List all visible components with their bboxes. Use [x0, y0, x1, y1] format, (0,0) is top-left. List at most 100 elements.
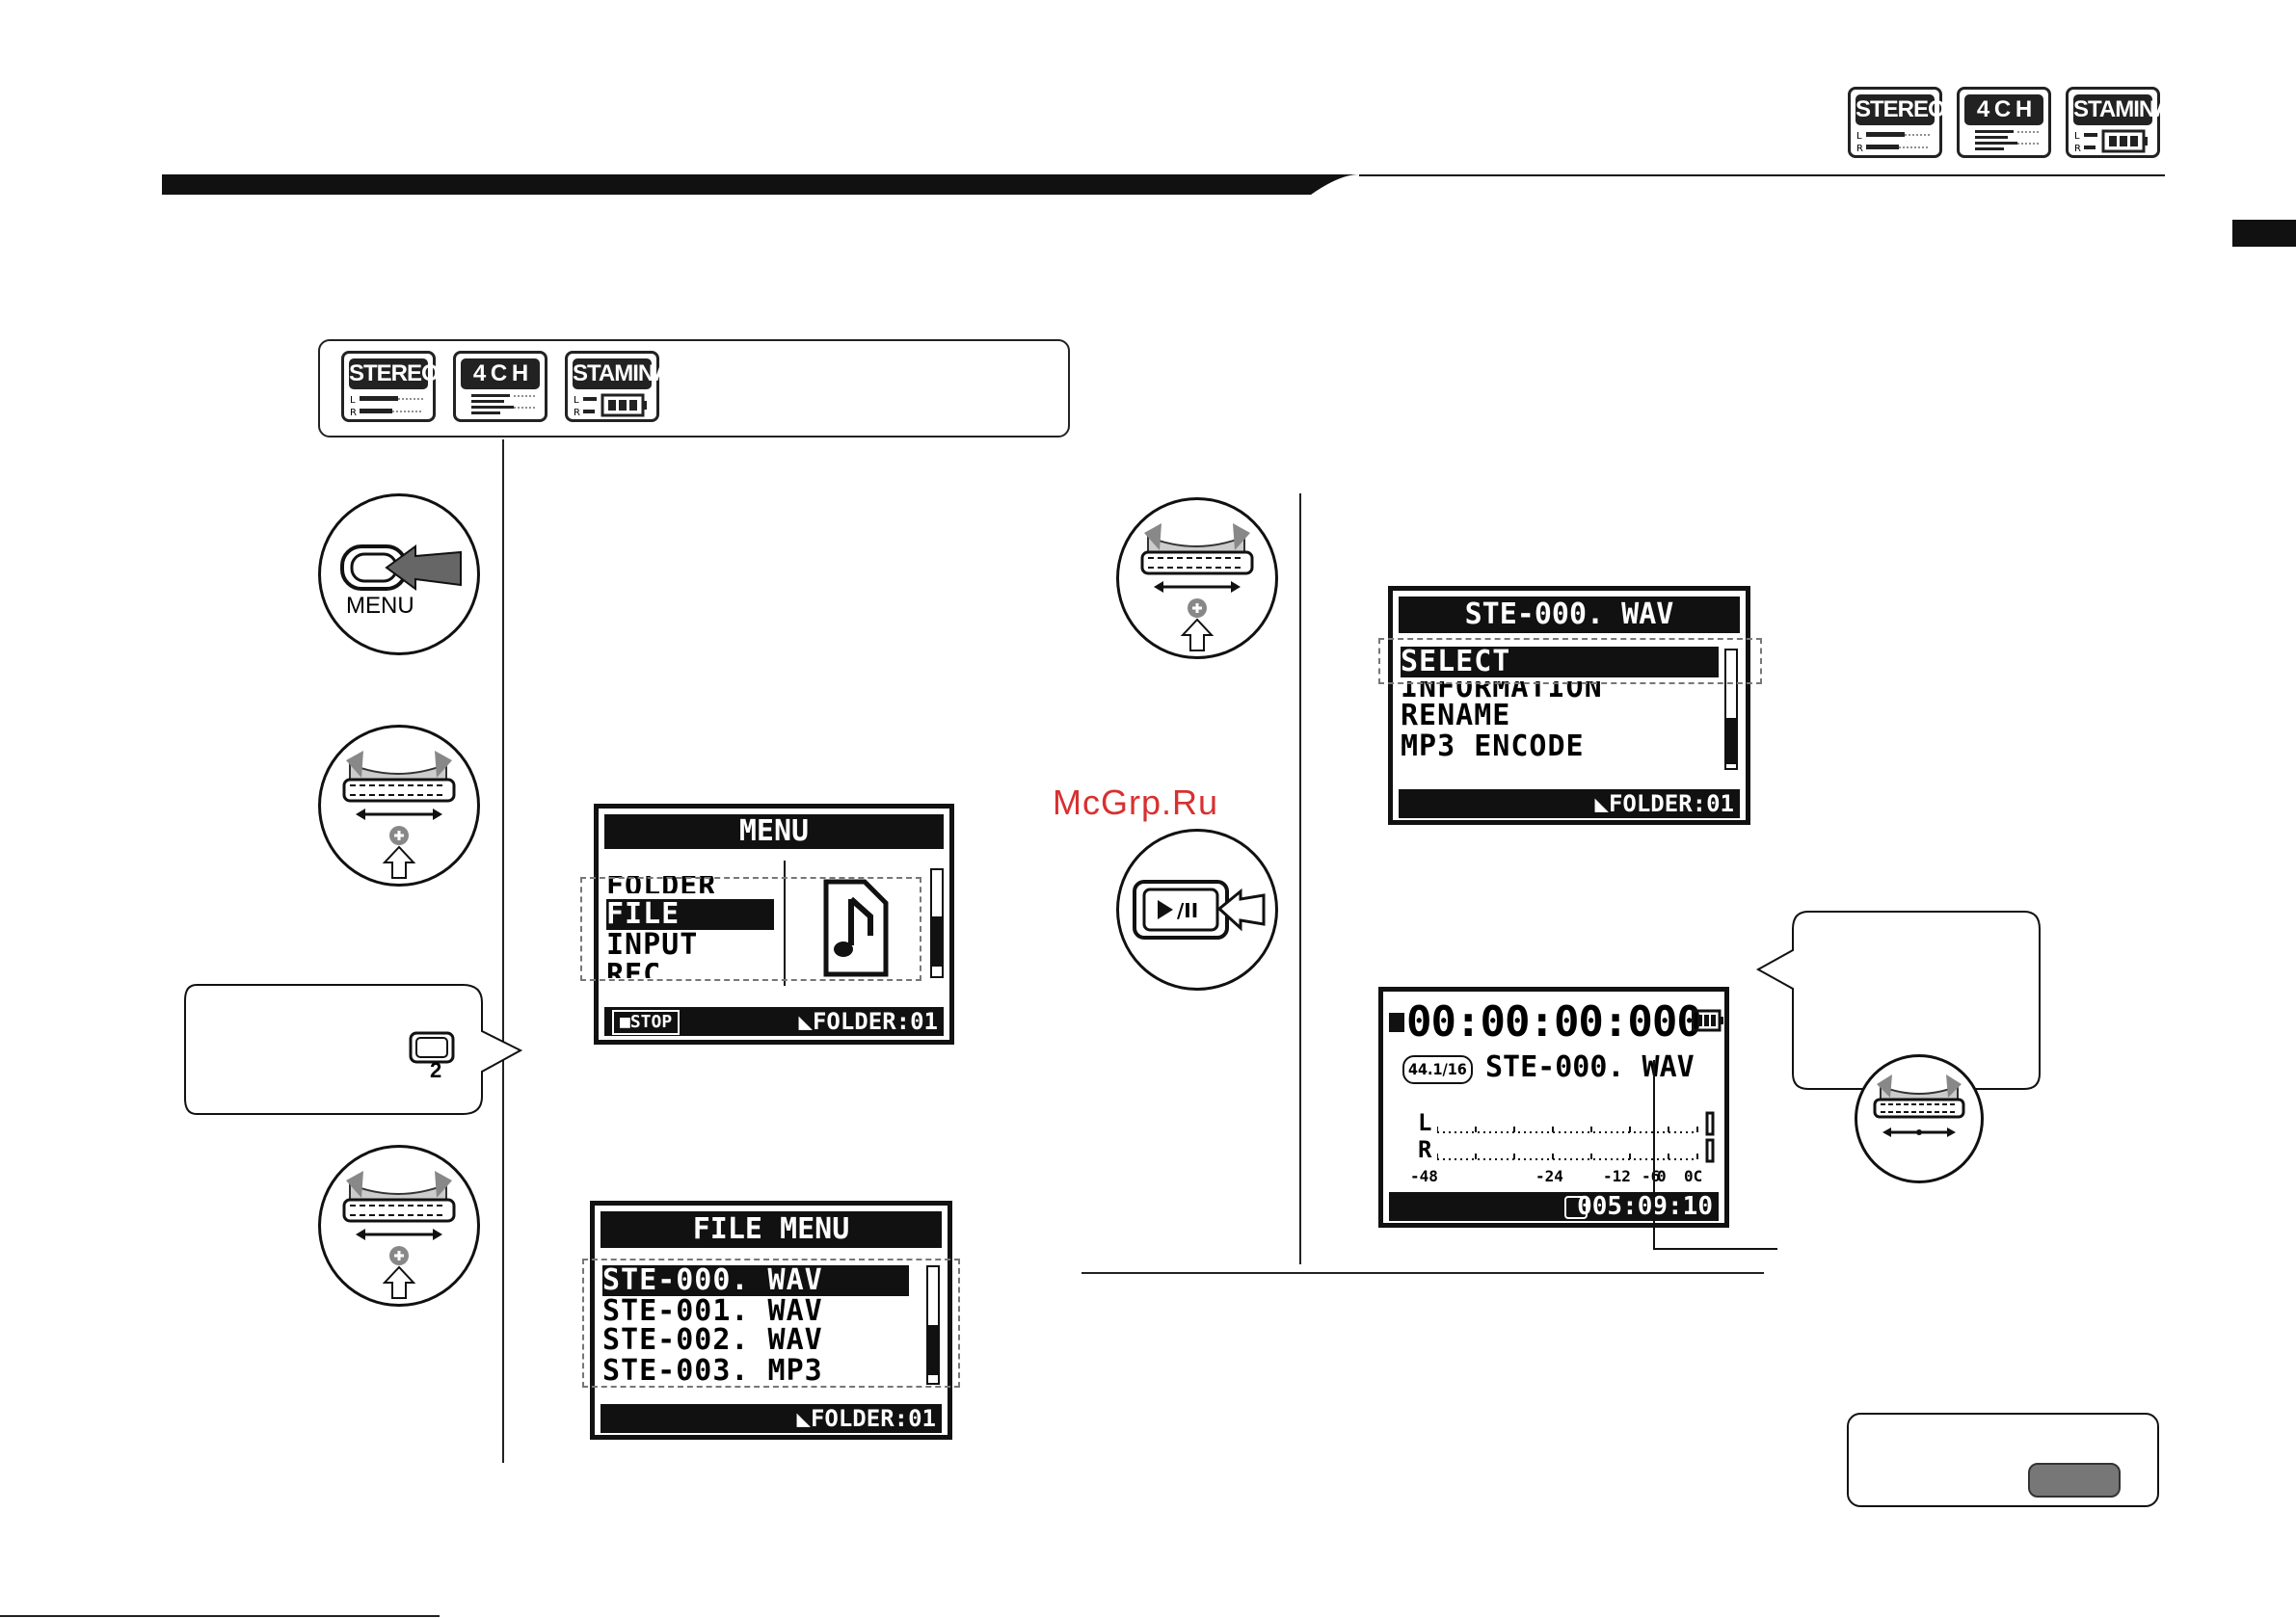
svg-text:L: L: [574, 395, 579, 406]
file-list-item[interactable]: STE-000. WAV: [602, 1265, 909, 1296]
stereo-meter-icon: LR: [1856, 131, 1930, 153]
scale-mark: -12: [1603, 1167, 1631, 1185]
stop-indicator: ■STOP: [612, 1010, 681, 1035]
folder-icon: ◣: [1594, 790, 1609, 817]
watermark: McGrp.Ru: [1053, 782, 1219, 822]
folder-number: FOLDER:01: [812, 1008, 938, 1035]
menu-item-folder[interactable]: FOLDER: [606, 876, 717, 893]
svg-text:R: R: [2074, 144, 2081, 153]
dial-push-step-icon: [318, 725, 480, 887]
file-options-scrollbar[interactable]: [1724, 649, 1738, 770]
option-rename[interactable]: RENAME: [1401, 699, 1511, 732]
bottom-section-rule: [1081, 1272, 1764, 1274]
file-music-icon: [823, 879, 889, 977]
folder-label: ◣FOLDER:01: [799, 1007, 939, 1036]
dial-turn-icon: [1855, 1054, 1984, 1183]
meter-label-l: L: [1418, 1109, 1432, 1136]
playback-footer-bar: 005:09:10: [1389, 1192, 1719, 1221]
menu-title-bar: MENU: [604, 814, 944, 849]
stamina-badge-label: STAMINA: [2073, 94, 2172, 125]
jog-dial-icon: [1873, 1074, 1965, 1137]
4ch-mode-badge: 4 C H: [453, 351, 547, 422]
battery-icon: LR: [574, 393, 647, 417]
menu-item-file[interactable]: FILE: [606, 899, 774, 930]
option-mp3-encode[interactable]: MP3 ENCODE: [1401, 729, 1585, 763]
playback-filename: STE-000. WAV: [1485, 1050, 1695, 1084]
svg-text:/II: /II: [1177, 899, 1198, 922]
format-badge: 44.1/16: [1402, 1055, 1473, 1084]
file-menu-highlight-frame: [582, 1259, 960, 1388]
dial-push-step-icon: [1116, 497, 1278, 659]
play-pause-step-icon: /II: [1116, 829, 1278, 991]
jog-dial-icon: [342, 1171, 456, 1299]
filename-pointer-line: [1653, 1060, 1777, 1250]
scale-mark: -6: [1642, 1167, 1661, 1185]
stereo-meter-icon: LR: [350, 395, 423, 417]
time-counter: 00:00:00:000: [1406, 997, 1702, 1047]
menu-lcd-screen: MENU FOLDER FILE INPUT REC ■STOP ◣FOLDER…: [594, 804, 954, 1045]
file-list-item[interactable]: STE-002. WAV: [602, 1323, 823, 1357]
dial-push-step-icon: [318, 1145, 480, 1307]
sd-card-icon: [1564, 1196, 1588, 1219]
scale-mark: -48: [1410, 1167, 1438, 1185]
battery-icon: [1692, 1009, 1723, 1032]
jog-dial-icon: [342, 751, 456, 879]
hint-callout: [184, 984, 523, 1115]
remaining-time: 005:09:10: [1577, 1192, 1713, 1221]
scale-mark: 0: [1657, 1167, 1667, 1185]
folder-icon: ◣: [798, 1008, 813, 1035]
file-options-title: STE-000. WAV: [1464, 597, 1674, 631]
meter-label-r: R: [1418, 1136, 1432, 1163]
option-information[interactable]: INFORMATION: [1401, 681, 1603, 701]
4ch-meter-icon: [471, 394, 535, 414]
select-highlight-frame: [1378, 638, 1762, 684]
folder-number: FOLDER:01: [810, 1405, 936, 1432]
file-list-item[interactable]: STE-003. MP3: [602, 1354, 823, 1388]
menu-divider: [784, 861, 786, 986]
jog-dial-icon: [1140, 523, 1254, 651]
file-menu-scrollbar[interactable]: [926, 1265, 940, 1385]
svg-text:R: R: [574, 408, 580, 417]
chapter-tab: [2232, 220, 2296, 247]
folder-label: ◣FOLDER:01: [1595, 789, 1735, 818]
4ch-mode-badge: 4 C H: [1957, 87, 2051, 158]
stop-square-icon: ■: [620, 1012, 630, 1032]
menu-item-rec[interactable]: REC: [606, 963, 661, 978]
4ch-badge-label: 4 C H: [461, 358, 540, 389]
svg-text:R: R: [1856, 144, 1863, 153]
menu-button-step-icon: MENU: [318, 493, 480, 655]
folder-icon: ◣: [796, 1405, 811, 1432]
hint-number: 2: [430, 1058, 442, 1082]
file-menu-lcd-screen: FILE MENU STE-000. WAV STE-001. WAV STE-…: [590, 1201, 952, 1440]
stereo-badge-label: STEREO: [1855, 94, 1946, 125]
menu-button-icon: [340, 544, 462, 591]
file-list-item[interactable]: STE-001. WAV: [602, 1294, 823, 1328]
file-options-lcd-screen: STE-000. WAV SELECT INFORMATION RENAME M…: [1388, 586, 1750, 825]
file-menu-footer-bar: ◣FOLDER:01: [601, 1404, 942, 1433]
folder-number: FOLDER:01: [1608, 790, 1734, 817]
note-gray-pill: [2028, 1463, 2121, 1498]
stereo-badge-label: STEREO: [349, 358, 440, 389]
svg-text:R: R: [350, 408, 357, 417]
menu-title: MENU: [738, 814, 810, 848]
dial-hint-callout: [1755, 911, 2041, 1090]
svg-text:L: L: [1856, 131, 1862, 142]
scale-mark: -24: [1535, 1167, 1563, 1185]
menu-footer-bar: ■STOP ◣FOLDER:01: [604, 1007, 944, 1036]
option-select[interactable]: SELECT: [1401, 647, 1719, 677]
menu-scrollbar[interactable]: [930, 868, 944, 978]
file-options-footer-bar: ◣FOLDER:01: [1399, 789, 1740, 818]
file-options-title-bar: STE-000. WAV: [1399, 597, 1740, 633]
playback-lcd-screen: 00:00:00:000 44.1/16 STE-000. WAV L R -4…: [1378, 987, 1729, 1228]
right-column-divider: [1299, 493, 1301, 1264]
note-box: [1847, 1413, 2159, 1507]
folder-label: ◣FOLDER:01: [797, 1404, 937, 1433]
stop-status-icon: [1389, 1013, 1404, 1032]
menu-item-input[interactable]: INPUT: [606, 928, 699, 962]
footer-rule: [0, 1615, 440, 1617]
scale-mark: 0C: [1684, 1167, 1703, 1185]
